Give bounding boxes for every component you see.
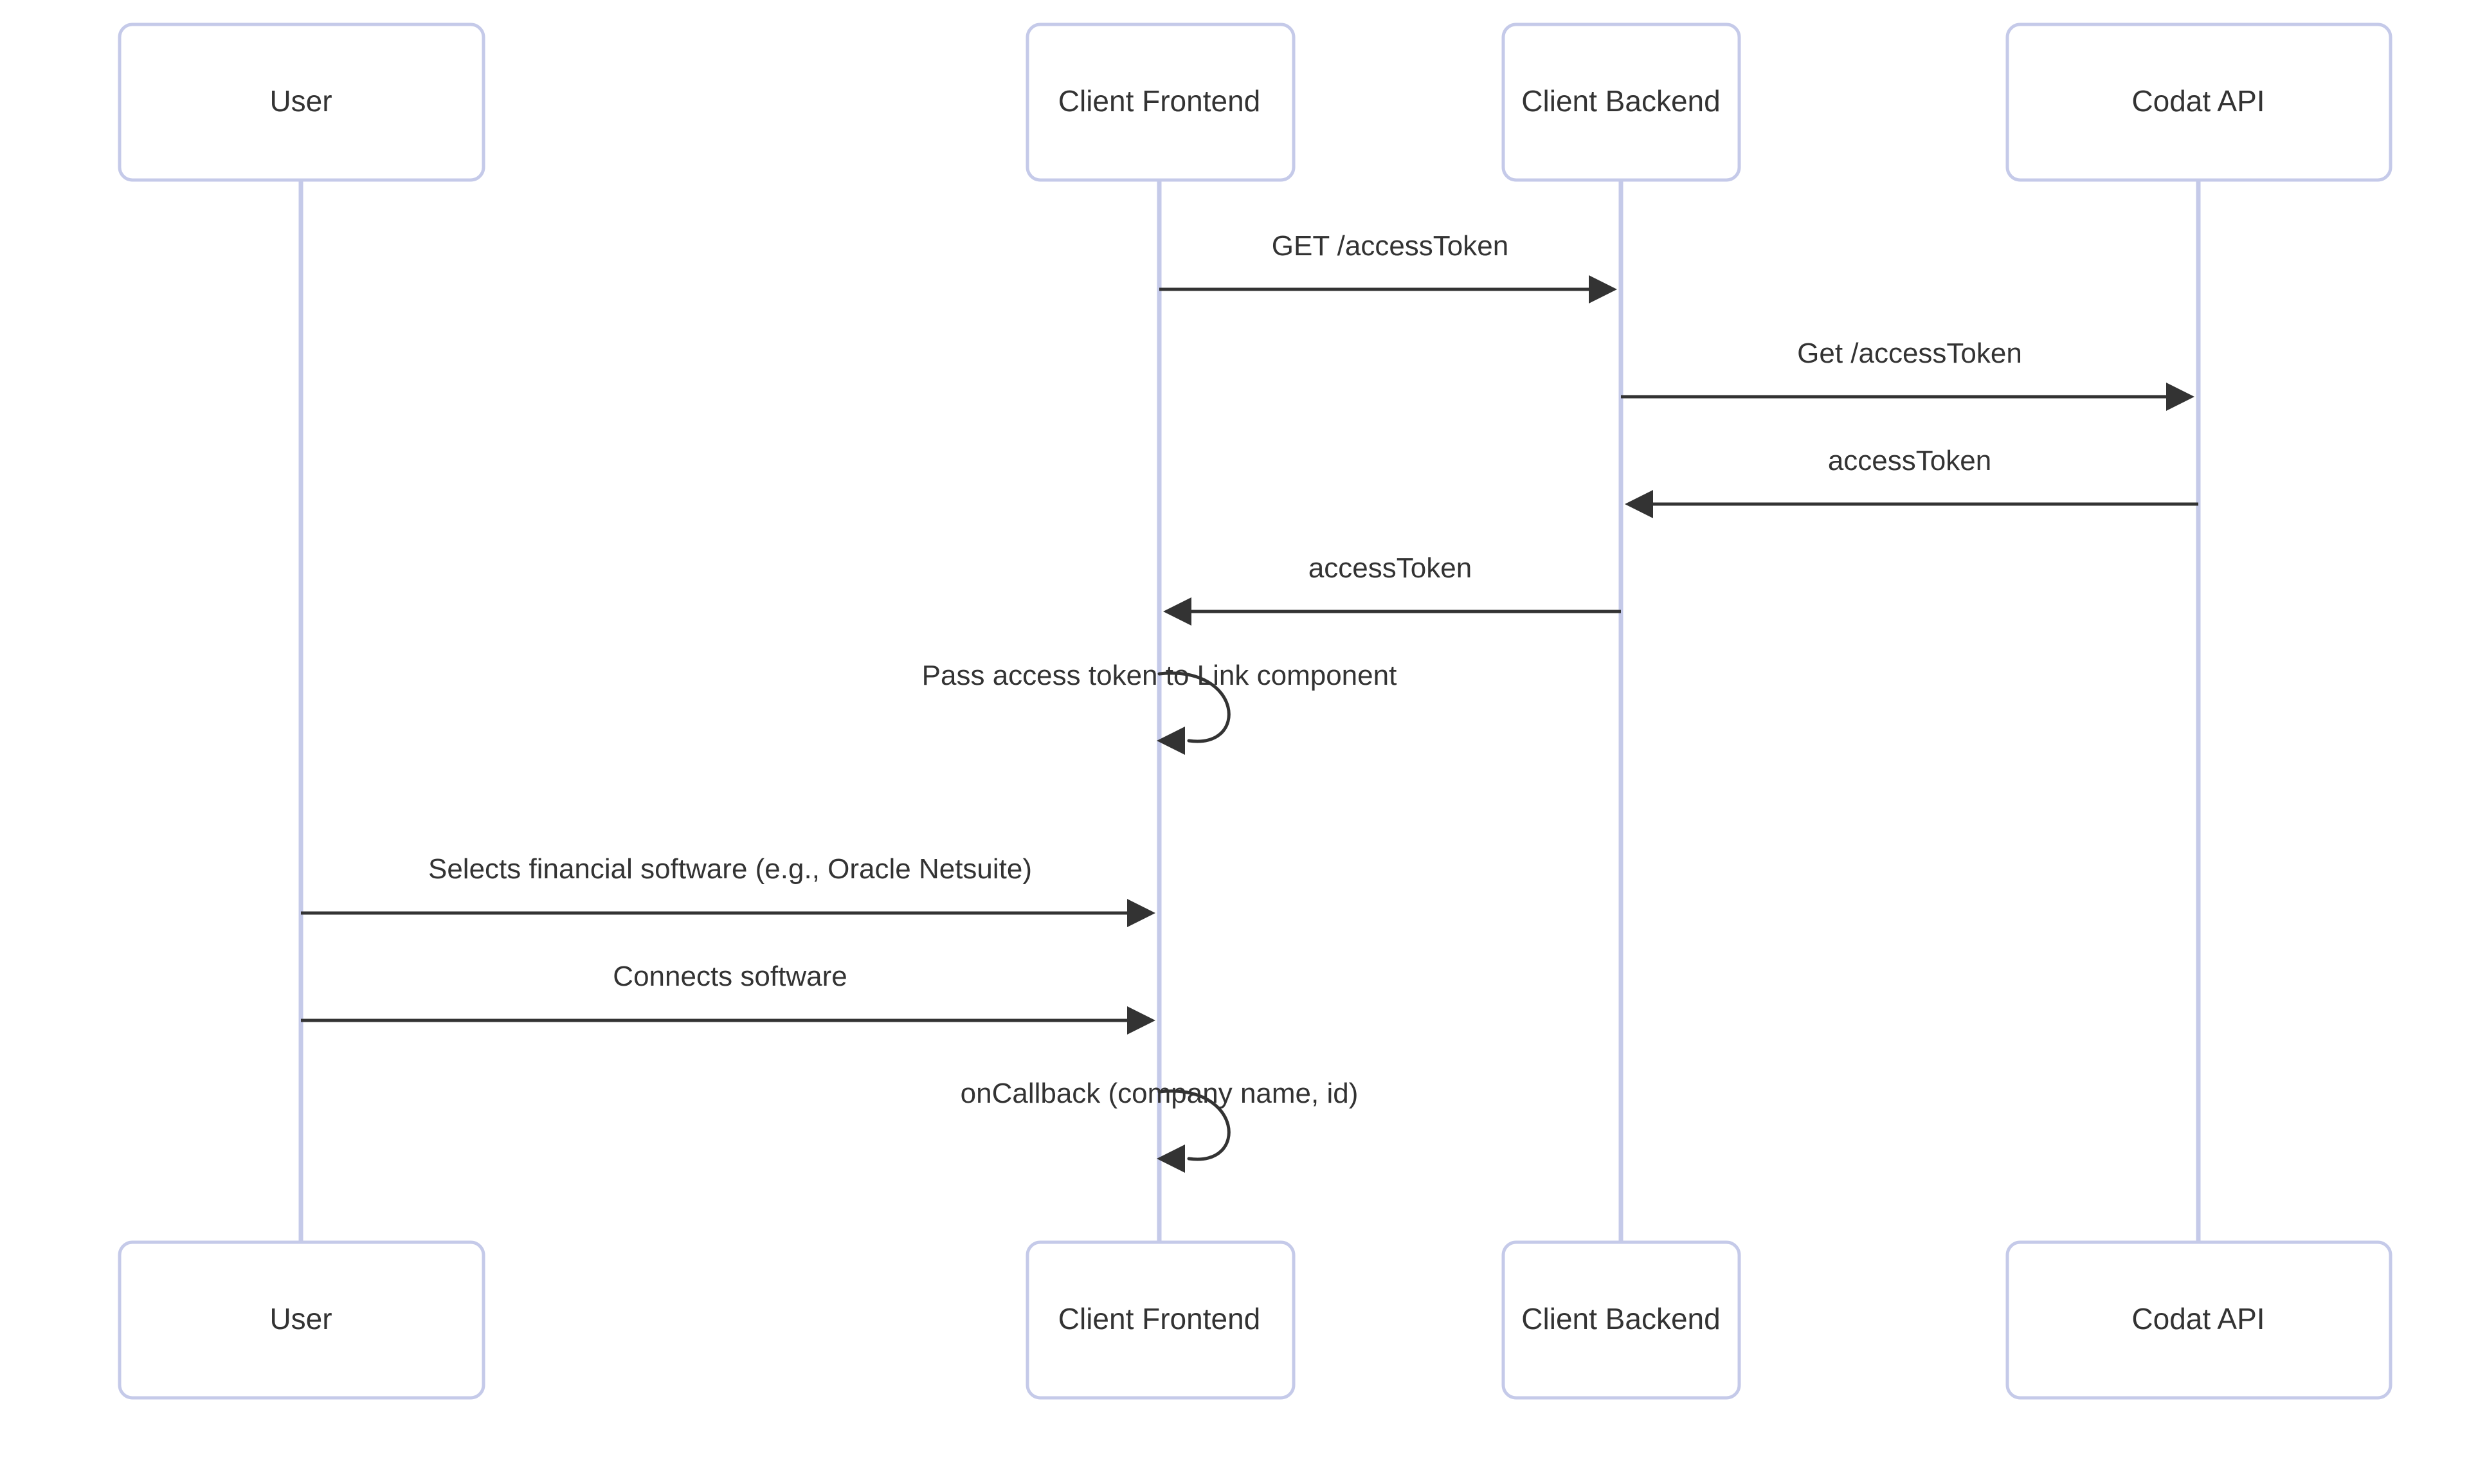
message-5-self[interactable]: Pass access token to Link component	[922, 660, 1397, 755]
arrowhead	[1157, 727, 1185, 755]
arrowhead	[1127, 899, 1155, 927]
participant-box-shape	[2005, 23, 2392, 182]
message-label: accessToken	[1308, 552, 1472, 584]
participant-label: Client Backend	[1521, 1302, 1720, 1335]
arrowhead	[1127, 1006, 1155, 1035]
participant-label: Client Frontend	[1058, 1302, 1261, 1335]
participant-box-shape	[1501, 23, 1741, 182]
participant-top-client-backend[interactable]: Client Backend	[1501, 23, 1741, 182]
participant-box-shape	[1026, 23, 1296, 182]
participant-label: User	[269, 1302, 332, 1335]
participant-bottom-codat-api[interactable]: Codat API	[2005, 1240, 2392, 1400]
participant-box-shape	[1026, 1240, 1296, 1400]
participant-label: Codat API	[2131, 84, 2265, 118]
arrowhead	[1163, 597, 1191, 626]
arrowhead	[1589, 275, 1617, 303]
participant-label: Codat API	[2131, 1302, 2265, 1335]
message-label: Connects software	[613, 961, 847, 992]
participant-bottom-user[interactable]: User	[118, 1240, 485, 1400]
participant-box-shape	[1501, 1240, 1741, 1400]
message-label: Selects financial software (e.g., Oracle…	[428, 853, 1032, 885]
top-participant-boxes: User Client Frontend Client Backend Codat A…	[118, 23, 2392, 182]
participant-top-user[interactable]: User	[118, 23, 485, 182]
message-3-return[interactable]: accessToken	[1625, 445, 2198, 518]
participant-label: User	[269, 84, 332, 118]
message-2-sync[interactable]: Get /accessToken	[1621, 338, 2194, 411]
message-7-sync[interactable]: Connects software	[301, 961, 1155, 1035]
message-6-sync[interactable]: Selects financial software (e.g., Oracle…	[301, 853, 1155, 927]
message-1-sync[interactable]: GET /accessToken	[1159, 230, 1617, 303]
message-label: onCallback (company name, id)	[961, 1078, 1359, 1109]
participant-top-codat-api[interactable]: Codat API	[2005, 23, 2392, 182]
participant-box-shape	[118, 23, 485, 182]
bottom-participant-boxes: User Client Frontend Client Backend Codat A…	[118, 1240, 2392, 1400]
arrowhead	[2166, 383, 2194, 411]
message-4-return[interactable]: accessToken	[1163, 552, 1621, 626]
lifelines-layer	[298, 180, 2201, 1242]
arrowhead	[1157, 1145, 1185, 1173]
participant-top-client-frontend[interactable]: Client Frontend	[1026, 23, 1296, 182]
self-message-loop	[1157, 1089, 1231, 1161]
message-label: accessToken	[1828, 445, 1991, 476]
participant-label: Client Frontend	[1058, 84, 1261, 118]
participant-label: Client Backend	[1521, 84, 1720, 118]
message-label: GET /accessToken	[1272, 230, 1508, 262]
arrowhead	[1625, 490, 1653, 518]
participant-bottom-client-frontend[interactable]: Client Frontend	[1026, 1240, 1296, 1400]
message-label: Pass access token to Link component	[922, 660, 1397, 691]
participant-box-shape	[2005, 1240, 2392, 1400]
participant-box-shape	[118, 1240, 485, 1400]
message-8-self[interactable]: onCallback (company name, id)	[961, 1078, 1359, 1173]
message-label: Get /accessToken	[1797, 338, 2022, 369]
self-message-loop	[1157, 671, 1231, 743]
participant-bottom-client-backend[interactable]: Client Backend	[1501, 1240, 1741, 1400]
